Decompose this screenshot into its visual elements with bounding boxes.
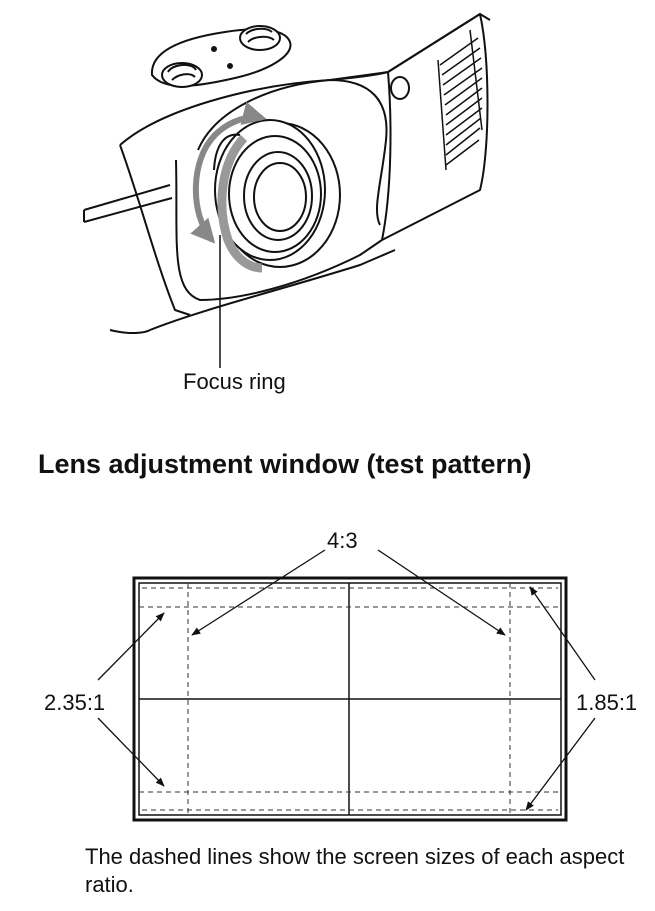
projector-drawing xyxy=(83,13,491,334)
vent-grille xyxy=(437,29,483,171)
arrow-2-35-up xyxy=(97,612,165,681)
test-pattern-caption: The dashed lines show the screen sizes o… xyxy=(85,844,625,897)
ratio-label-2-35-1: 2.35:1 xyxy=(44,690,106,715)
test-pattern-heading: Lens adjustment window (test pattern) xyxy=(38,449,532,479)
arrow-4-3-right xyxy=(377,549,506,636)
arrow-4-3-left xyxy=(191,549,326,636)
focus-ring-label: Focus ring xyxy=(183,369,286,394)
ratio-label-4-3: 4:3 xyxy=(327,528,358,553)
rotation-arrow-icon xyxy=(190,101,267,244)
lens-shift-dials xyxy=(150,25,292,88)
test-pattern xyxy=(97,549,596,822)
arrow-1-85-up xyxy=(529,586,596,681)
ratio-label-1-85-1: 1.85:1 xyxy=(576,690,638,715)
arrow-2-35-down xyxy=(97,717,165,787)
test-pattern-frame xyxy=(132,576,568,822)
arrow-1-85-down xyxy=(525,717,596,811)
